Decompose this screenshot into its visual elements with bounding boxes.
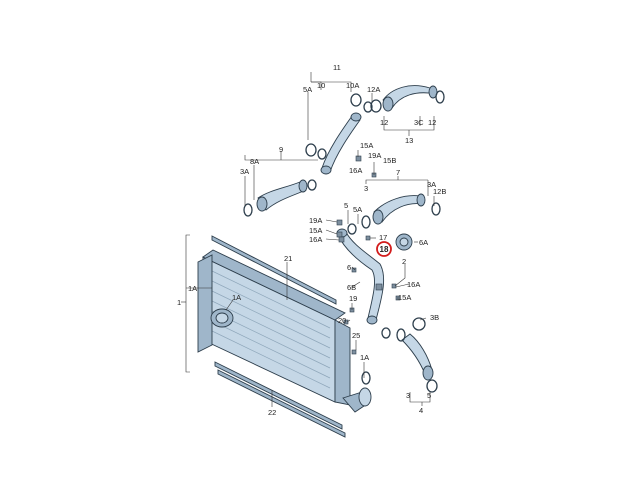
callout-18[interactable]: 18 xyxy=(380,245,389,254)
callout-9[interactable]: 9 xyxy=(279,145,283,154)
callout-18-highlight[interactable] xyxy=(376,241,392,257)
callout-1A-inner[interactable]: 1A xyxy=(232,293,241,302)
callout-20[interactable]: 20 xyxy=(338,316,346,325)
callout-7[interactable]: 7 xyxy=(396,168,400,177)
callout-10A[interactable]: 10A xyxy=(346,81,359,90)
leader-lines xyxy=(181,72,435,407)
charge-hose-top xyxy=(370,85,445,113)
callout-3A-left[interactable]: 3A xyxy=(240,167,249,176)
callout-15A-mid[interactable]: 15A xyxy=(309,226,322,235)
callout-2[interactable]: 2 xyxy=(402,257,406,266)
callout-3-top[interactable]: 3 xyxy=(364,184,368,193)
callout-15A-top[interactable]: 15A xyxy=(360,141,373,150)
callout-12B[interactable]: 12B xyxy=(433,187,446,196)
callout-6[interactable]: 6 xyxy=(347,263,351,272)
callout-1A-left[interactable]: 1A xyxy=(188,284,197,293)
charge-hose-left xyxy=(243,179,308,217)
callout-3-bottom[interactable]: 3 xyxy=(406,391,410,400)
callout-17[interactable]: 17 xyxy=(379,233,387,242)
callout-6B[interactable]: 6B xyxy=(347,283,356,292)
callout-labels: 1 1A 1A 21 22 1A 11 10 10A 5A 12A 12 3C … xyxy=(177,63,446,417)
callout-5A-top[interactable]: 5A xyxy=(303,85,312,94)
callout-3B[interactable]: 3B xyxy=(430,313,439,322)
callout-5-bottom[interactable]: 5 xyxy=(427,391,431,400)
callout-19[interactable]: 19 xyxy=(349,294,357,303)
callout-15B[interactable]: 15B xyxy=(383,156,396,165)
callout-8A[interactable]: 8A xyxy=(250,157,259,166)
callout-1A-bottom[interactable]: 1A xyxy=(360,353,369,362)
callout-22[interactable]: 22 xyxy=(268,408,276,417)
intercooler xyxy=(197,235,372,438)
callout-4[interactable]: 4 xyxy=(419,406,423,415)
callout-19A-mid[interactable]: 19A xyxy=(309,216,322,225)
callout-12A[interactable]: 12A xyxy=(367,85,380,94)
callout-21[interactable]: 21 xyxy=(284,254,292,263)
callout-15A-right[interactable]: 15A xyxy=(398,293,411,302)
callout-25[interactable]: 25 xyxy=(352,331,360,340)
charge-hose-mid xyxy=(361,193,441,229)
callout-12-b[interactable]: 12 xyxy=(428,118,436,127)
callout-10[interactable]: 10 xyxy=(317,81,325,90)
callout-12-a[interactable]: 12 xyxy=(380,118,388,127)
callout-5A-mid[interactable]: 5A xyxy=(353,205,362,214)
callout-6A[interactable]: 6A xyxy=(419,238,428,247)
callout-13[interactable]: 13 xyxy=(405,136,413,145)
callout-16A-top[interactable]: 16A xyxy=(349,166,362,175)
callout-1[interactable]: 1 xyxy=(177,298,181,307)
callout-19A-top[interactable]: 19A xyxy=(368,151,381,160)
charge-hose-lower xyxy=(361,328,438,393)
callout-16A-mid[interactable]: 16A xyxy=(309,235,322,244)
callout-5[interactable]: 5 xyxy=(344,201,348,210)
callout-3C[interactable]: 3C xyxy=(414,118,424,127)
charge-pipe-upper xyxy=(305,93,373,191)
callout-16A-right[interactable]: 16A xyxy=(407,280,420,289)
callout-11[interactable]: 11 xyxy=(333,63,341,72)
callout-3A-right[interactable]: 3A xyxy=(427,180,436,189)
